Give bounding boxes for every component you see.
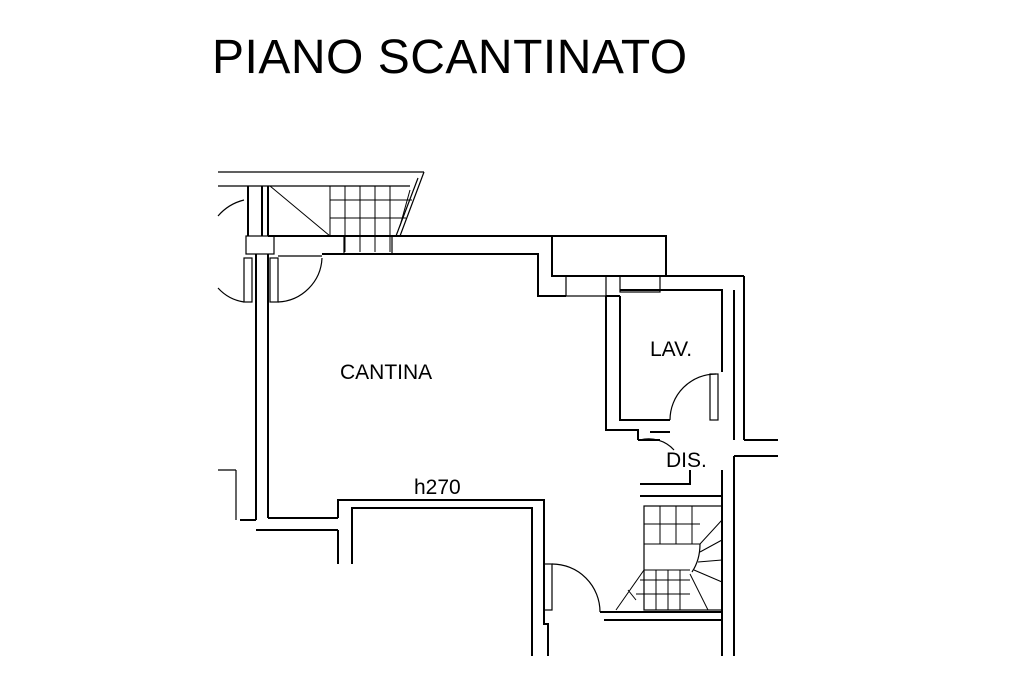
room-label-cantina: CANTINA: [340, 361, 432, 384]
room-label-dis: DIS.: [666, 449, 707, 472]
room-label-lav: LAV.: [650, 338, 692, 361]
ceiling-height-label: h270: [414, 476, 461, 499]
lower-door: [543, 563, 723, 656]
upper-stair: [218, 171, 425, 255]
plan-title: PIANO SCANTINATO: [212, 31, 688, 84]
cantina-walls: [256, 235, 744, 656]
left-wall: [217, 186, 323, 521]
lav-room: [605, 276, 778, 457]
lower-stair: [615, 505, 723, 611]
